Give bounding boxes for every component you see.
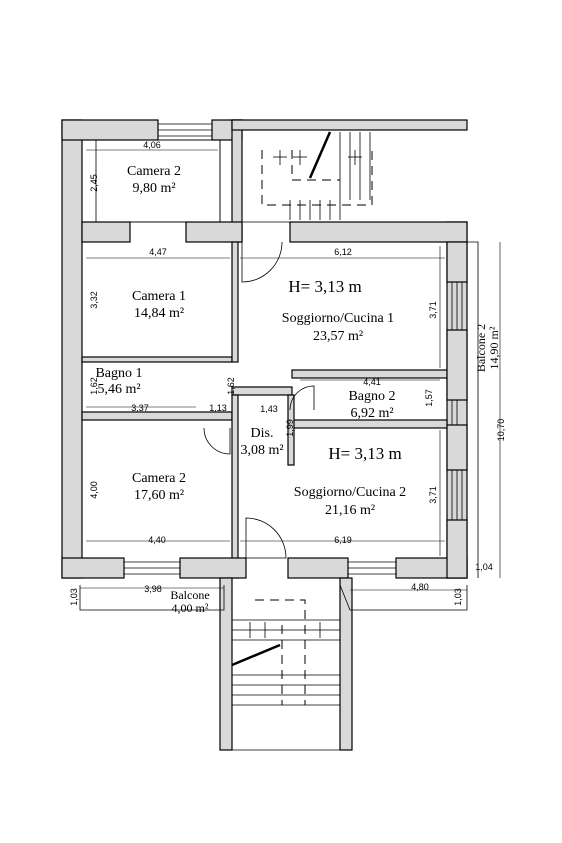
room-name-soggiorno1: Soggiorno/Cucina 1 (282, 311, 394, 326)
dim-199: 1,99 (285, 419, 295, 437)
interior-lines (81, 123, 467, 751)
room-name-camera1: Camera 1 (132, 289, 186, 304)
dim-371b: 3,71 (428, 486, 438, 504)
room-area-soggiorno1: 23,57 m² (313, 329, 363, 344)
balconies (79, 241, 479, 611)
room-area-camera2-bottom: 17,60 m² (134, 488, 184, 503)
balcony-area: 4,00 m² (172, 601, 209, 615)
dim-398: 3,98 (144, 584, 162, 594)
room-area-bagno1: 5,46 m² (97, 382, 140, 397)
staircase-top (261, 131, 373, 220)
room-name-camera2-bottom: Camera 2 (132, 471, 186, 486)
room-area-dis: 3,08 m² (240, 443, 283, 458)
dim-400: 4,00 (89, 481, 99, 499)
dim-371a: 3,71 (428, 301, 438, 319)
room-area-camera2-top: 9,80 m² (132, 181, 175, 196)
dim-447: 4,47 (149, 247, 167, 257)
room-area-camera1: 14,84 m² (134, 306, 184, 321)
staircase-bottom (231, 599, 340, 706)
dim-1070: 10,70 (496, 419, 506, 442)
room-name-bagno2: Bagno 2 (348, 389, 395, 404)
height-soggiorno1: H= 3,13 m (288, 277, 361, 296)
dim-612: 6,12 (334, 247, 352, 257)
dim-113: 1,13 (209, 403, 227, 413)
room-area-soggiorno2: 21,16 m² (325, 503, 375, 518)
dim-104: 1,04 (475, 562, 493, 572)
dimension-lines (80, 149, 501, 591)
room-name-bagno1: Bagno 1 (95, 366, 142, 381)
dim-337: 3,37 (131, 403, 149, 413)
room-area-bagno2: 6,92 m² (350, 406, 393, 421)
dim-157: 1,57 (424, 389, 434, 407)
dim-441: 4,41 (363, 377, 381, 387)
height-soggiorno2: H= 3,13 m (328, 444, 401, 463)
dim-143: 1,43 (260, 404, 278, 414)
dim-406: 4,06 (143, 140, 161, 150)
dim-332: 3,32 (89, 291, 99, 309)
room-name-dis: Dis. (251, 426, 274, 441)
balcony2-name: Balcone 2 (474, 324, 488, 372)
dim-162b: 1,62 (226, 377, 236, 395)
dim-440: 4,40 (148, 535, 166, 545)
balcony2-area: 14,90 m² (487, 326, 501, 369)
balcony-name: Balcone (170, 588, 209, 602)
room-name-soggiorno2: Soggiorno/Cucina 2 (294, 485, 406, 500)
dim-245: 2,45 (89, 174, 99, 192)
room-name-camera2-top: Camera 2 (127, 164, 181, 179)
dim-103b: 1,03 (453, 588, 463, 606)
dim-103a: 1,03 (69, 588, 79, 606)
dim-162a: 1,62 (89, 377, 99, 395)
dim-480: 4,80 (411, 582, 429, 592)
dim-619: 6,19 (334, 535, 352, 545)
